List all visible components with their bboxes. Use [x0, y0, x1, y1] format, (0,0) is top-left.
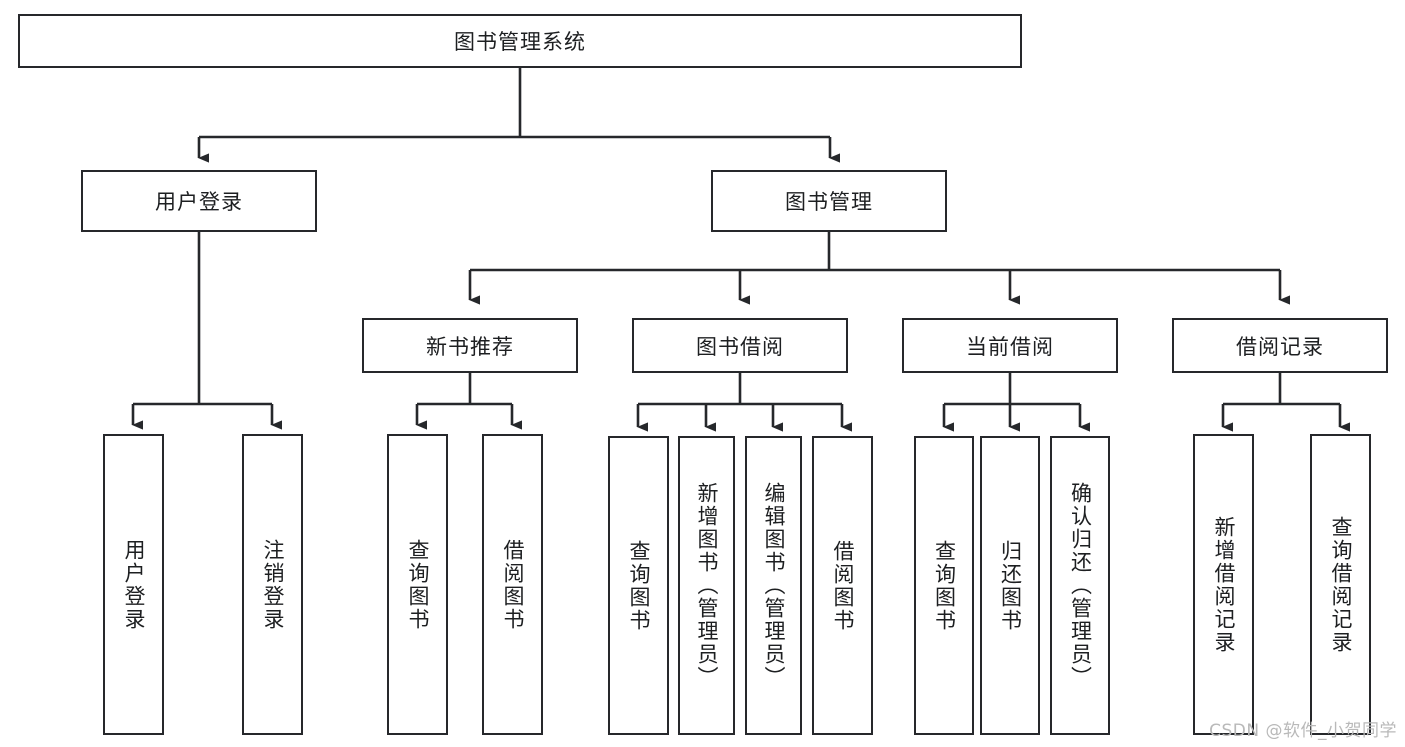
leaf-record-add-record[interactable]: 新增借阅记录 — [1193, 434, 1254, 735]
leaf-borrow-edit-book-admin[interactable]: 编辑图书（管理员） — [745, 436, 802, 735]
leaf-current-confirm-return-admin[interactable]: 确认归还（管理员） — [1050, 436, 1110, 735]
node-label: 图书管理系统 — [454, 30, 586, 54]
leaf-borrow-borrow-book[interactable]: 借阅图书 — [812, 436, 873, 735]
leaf-borrow-add-book-admin[interactable]: 新增图书（管理员） — [678, 436, 735, 735]
leaf-record-query-record[interactable]: 查询借阅记录 — [1310, 434, 1371, 735]
node-label: 借阅图书 — [501, 538, 525, 631]
node-label: 用户登录 — [155, 190, 243, 214]
node-root-system[interactable]: 图书管理系统 — [18, 14, 1022, 68]
leaf-recommend-query-book[interactable]: 查询图书 — [387, 434, 448, 735]
node-label: 用户登录 — [122, 538, 146, 631]
node-label: 查询图书 — [932, 539, 957, 632]
node-current-borrow[interactable]: 当前借阅 — [902, 318, 1118, 373]
node-label: 新书推荐 — [426, 334, 514, 359]
node-label: 借阅记录 — [1236, 334, 1324, 359]
node-label: 查询借阅记录 — [1329, 515, 1353, 654]
node-label: 确认归还（管理员） — [1068, 482, 1093, 689]
node-label: 注销登录 — [261, 538, 285, 631]
node-label: 当前借阅 — [966, 334, 1054, 359]
node-borrow-record[interactable]: 借阅记录 — [1172, 318, 1388, 373]
node-book-management[interactable]: 图书管理 — [711, 170, 947, 232]
leaf-user-login-signout[interactable]: 注销登录 — [242, 434, 303, 735]
leaf-borrow-query-book[interactable]: 查询图书 — [608, 436, 669, 735]
node-label: 查询图书 — [627, 539, 651, 632]
node-user-login[interactable]: 用户登录 — [81, 170, 317, 232]
leaf-recommend-borrow-book[interactable]: 借阅图书 — [482, 434, 543, 735]
leaf-current-query-book[interactable]: 查询图书 — [914, 436, 974, 735]
watermark-text: CSDN @软件_小贺同学 — [1209, 721, 1397, 741]
node-label: 新增图书（管理员） — [695, 482, 719, 689]
node-label: 图书借阅 — [696, 334, 784, 359]
leaf-user-login-signin[interactable]: 用户登录 — [103, 434, 164, 735]
node-new-book-recommend[interactable]: 新书推荐 — [362, 318, 578, 373]
node-label: 查询图书 — [406, 538, 430, 631]
node-label: 编辑图书（管理员） — [762, 482, 786, 689]
node-label: 图书管理 — [785, 190, 873, 214]
leaf-current-return-book[interactable]: 归还图书 — [980, 436, 1040, 735]
node-label: 新增借阅记录 — [1212, 515, 1236, 654]
node-label: 借阅图书 — [831, 539, 855, 632]
node-book-borrow[interactable]: 图书借阅 — [632, 318, 848, 373]
node-label: 归还图书 — [998, 539, 1023, 632]
